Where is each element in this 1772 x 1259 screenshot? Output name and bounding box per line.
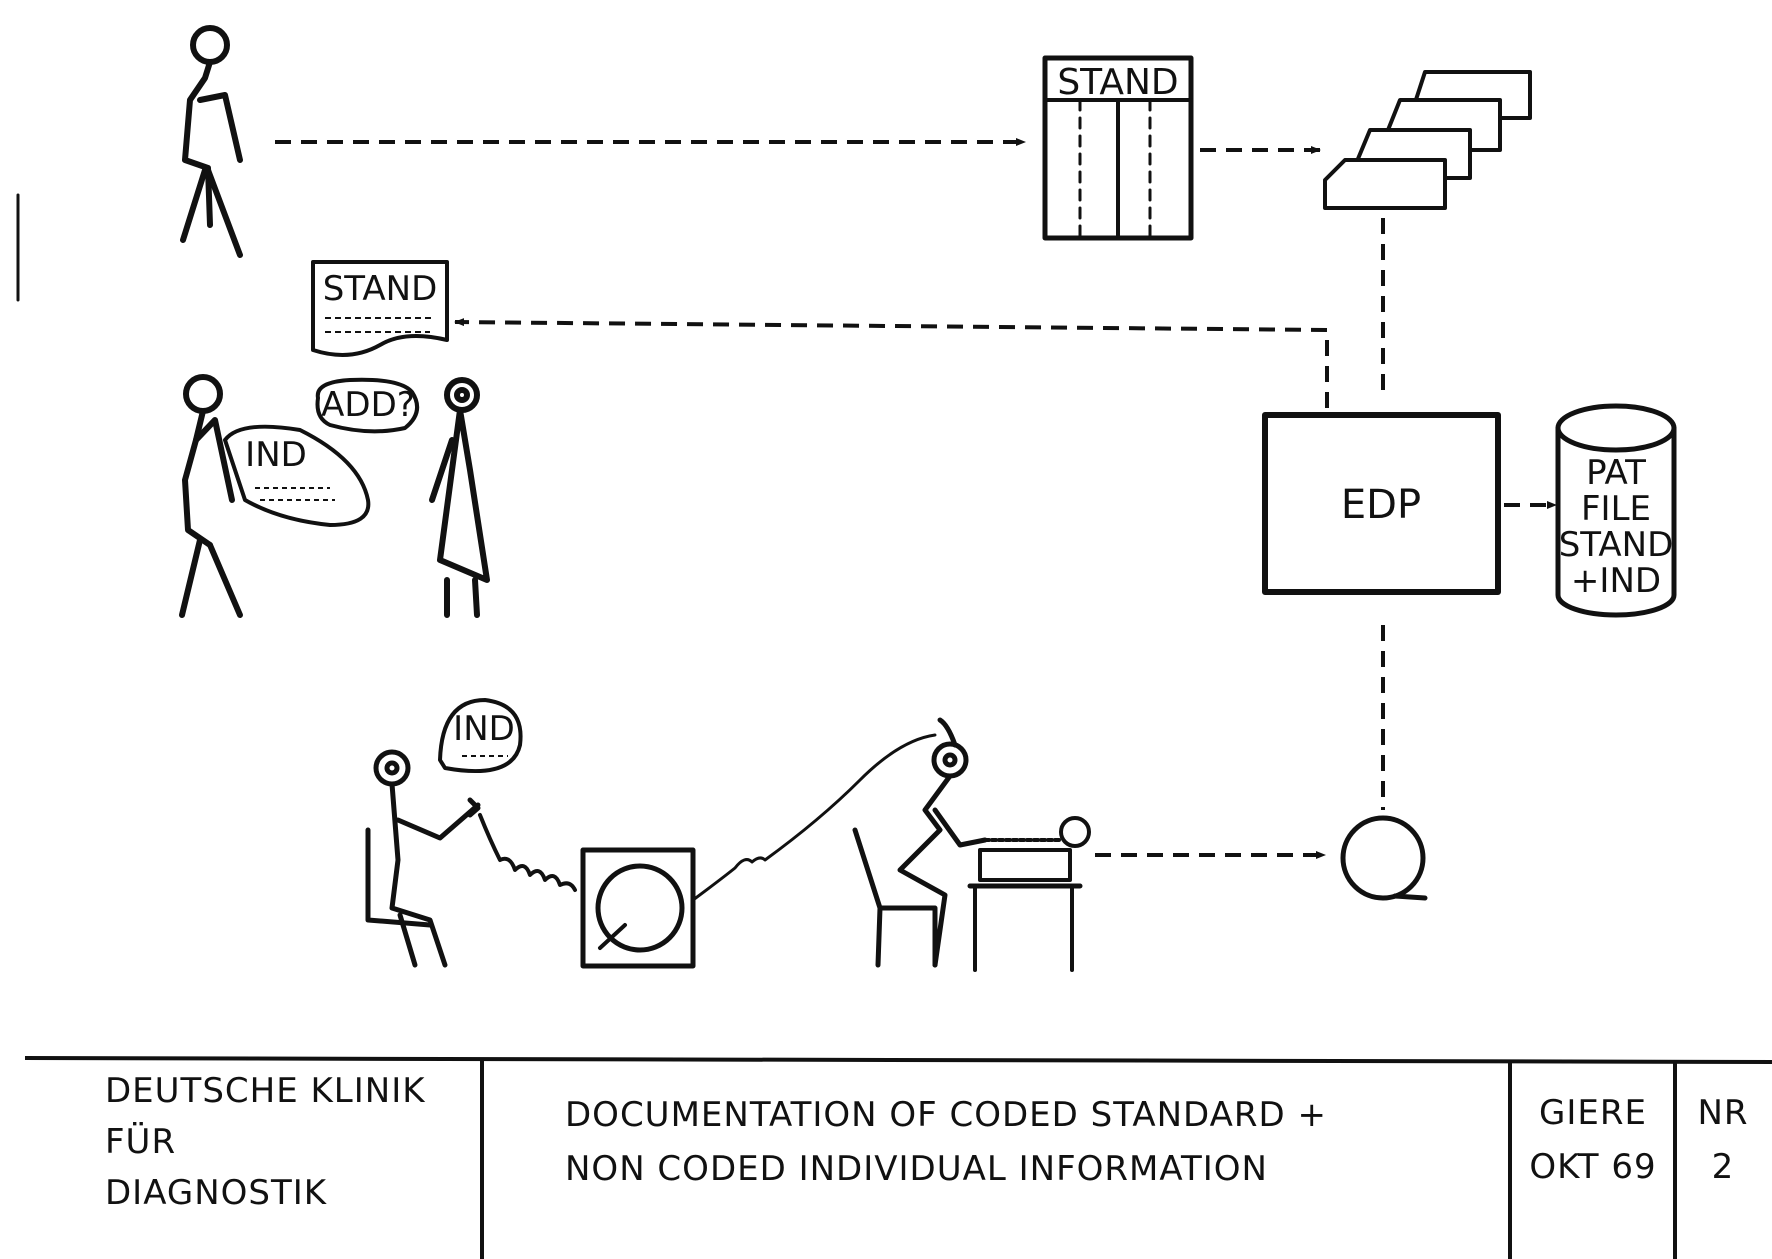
typist-figure [855, 720, 985, 965]
title-line-2: NON CODED INDIVIDUAL INFORMATION [565, 1142, 1327, 1196]
storage-line-4: +IND [1571, 561, 1661, 601]
title-line-1: DOCUMENTATION OF CODED STANDARD + [565, 1088, 1327, 1142]
number-value: 2 [1688, 1140, 1758, 1194]
institution-name: DEUTSCHE KLINIK FÜR DIAGNOSTIK [105, 1066, 426, 1219]
storage-line-3: STAND [1559, 525, 1674, 565]
author-date: GIERE OKT 69 [1518, 1086, 1668, 1195]
stand-form-label: STAND [1057, 62, 1178, 103]
drawing-title: DOCUMENTATION OF CODED STANDARD + NON CO… [565, 1088, 1327, 1197]
patient-bubble-label: IND [245, 435, 307, 475]
flow-arrow-edp-to-report [455, 322, 1327, 408]
stand-coding-form: STAND [1045, 58, 1191, 238]
typewriter-desk [970, 818, 1089, 970]
date: OKT 69 [1518, 1140, 1668, 1194]
doctor-figure-middle [432, 380, 487, 615]
institution-line-2: FÜR [105, 1117, 426, 1168]
patient-figure-middle [182, 377, 240, 615]
patient-file-storage: PAT FILE STAND +IND [1558, 406, 1674, 615]
storage-line-1: PAT [1586, 453, 1646, 493]
doctor-speech-bubble: ADD? [318, 380, 418, 432]
doctor-bubble-label: ADD? [321, 385, 415, 425]
punch-cards-icon [1325, 72, 1530, 208]
edp-processor-box: EDP [1265, 415, 1498, 592]
author: GIERE [1518, 1086, 1668, 1140]
patient-speech-bubble: IND [225, 427, 368, 525]
phone-cord [480, 815, 575, 890]
magnetic-tape-icon [1343, 818, 1425, 898]
stand-report-document: STAND [313, 262, 447, 355]
dictation-speech-bubble: IND [440, 700, 521, 771]
drawing-number: NR 2 [1688, 1086, 1758, 1195]
recorder-to-typist-cable [693, 735, 935, 900]
dictating-doctor-figure [368, 752, 478, 965]
patient-figure-top [18, 28, 240, 300]
stand-report-label: STAND [323, 269, 438, 309]
dictation-bubble-label: IND [453, 709, 515, 749]
dictation-recorder [583, 850, 693, 966]
storage-line-2: FILE [1581, 489, 1651, 529]
number-label: NR [1688, 1086, 1758, 1140]
edp-label: EDP [1341, 482, 1421, 528]
institution-line-3: DIAGNOSTIK [105, 1168, 426, 1219]
institution-line-1: DEUTSCHE KLINIK [105, 1066, 426, 1117]
